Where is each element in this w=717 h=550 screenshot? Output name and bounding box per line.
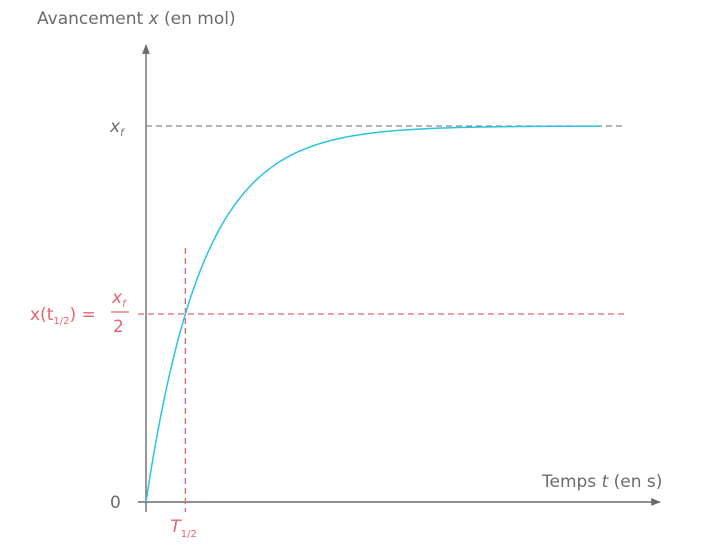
- svg-text:x(t1/2) =: x(t1/2) =: [30, 305, 96, 327]
- half-value-label: x(t1/2) = xf 2: [30, 288, 129, 337]
- svg-text:xf: xf: [111, 288, 127, 310]
- x-axis-label: Temps t (en s): [541, 472, 662, 492]
- y-axis-label: Avancement x (en mol): [37, 9, 236, 29]
- asymptote-label: xf: [109, 117, 125, 139]
- series-curve: [145, 125, 601, 503]
- svg-text:2: 2: [113, 317, 124, 337]
- half-time-label: T1/2: [170, 517, 196, 540]
- origin-label: 0: [110, 493, 121, 513]
